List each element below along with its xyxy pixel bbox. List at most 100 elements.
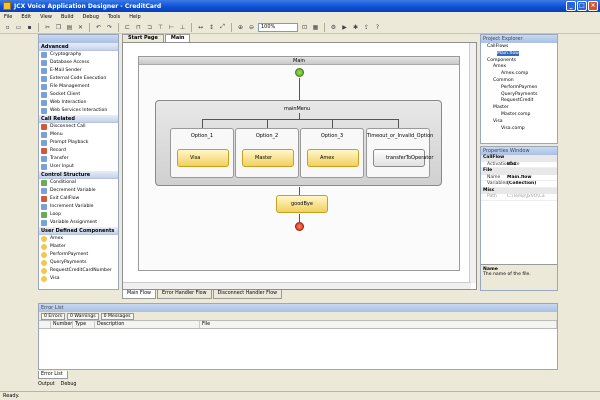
toolbox-item[interactable]: Web Services Interaction bbox=[39, 107, 118, 115]
save-icon[interactable]: ▪ bbox=[27, 23, 32, 31]
toolbox-item[interactable]: Exit CallFlow bbox=[39, 195, 118, 203]
paste-icon[interactable]: ▤ bbox=[66, 23, 73, 31]
end-node-icon[interactable] bbox=[295, 222, 304, 231]
tab-start-page[interactable]: Start Page bbox=[122, 34, 164, 42]
horizontal-scrollbar[interactable] bbox=[123, 282, 471, 289]
tree-folder[interactable]: Visa bbox=[493, 118, 503, 124]
align-bottom-icon[interactable]: ⊥ bbox=[179, 23, 186, 31]
toolbox-item[interactable]: Variable Assignment bbox=[39, 219, 118, 227]
menu-option[interactable]: Option_1 Visa bbox=[170, 128, 234, 178]
messages-filter-button[interactable]: 0 Messages bbox=[100, 312, 134, 320]
new-icon[interactable]: ▫ bbox=[5, 23, 10, 31]
tab-error-list[interactable]: Error List bbox=[38, 371, 68, 379]
close-button[interactable]: × bbox=[588, 1, 598, 11]
align-center-icon[interactable]: ⊓ bbox=[136, 23, 141, 31]
zoom-combo[interactable]: 100% bbox=[258, 22, 298, 32]
toolbox-item[interactable]: Conditional bbox=[39, 179, 118, 187]
menu-file[interactable]: File bbox=[4, 13, 13, 20]
toolbox-item[interactable]: Transfer bbox=[39, 155, 118, 163]
menu-help[interactable]: Help bbox=[129, 13, 141, 20]
delete-icon[interactable]: ✕ bbox=[77, 23, 84, 31]
category-header[interactable]: Call Related bbox=[39, 115, 118, 123]
tab-main-flow[interactable]: Main Flow bbox=[122, 290, 156, 299]
menu-debug[interactable]: Debug bbox=[82, 13, 99, 20]
toolbox-item[interactable]: Visa bbox=[39, 275, 118, 283]
zoom-out-icon[interactable]: ⊖ bbox=[248, 23, 255, 31]
tree-folder[interactable]: Common bbox=[493, 77, 514, 83]
column-header[interactable]: Number bbox=[53, 321, 73, 328]
undo-icon[interactable]: ↶ bbox=[95, 23, 102, 31]
toolbox-item[interactable]: Disconnect Call bbox=[39, 123, 118, 131]
warnings-filter-button[interactable]: 0 Warnings bbox=[66, 312, 99, 320]
errors-filter-button[interactable]: 0 Errors bbox=[41, 312, 65, 320]
deploy-icon[interactable]: ⇪ bbox=[363, 23, 370, 31]
tree-file[interactable]: RequestCredit bbox=[501, 98, 534, 104]
toolbox-item[interactable]: Socket Client bbox=[39, 91, 118, 99]
toolbox-item[interactable]: Database Access bbox=[39, 59, 118, 67]
toolbox-item[interactable]: Cryptography bbox=[39, 51, 118, 59]
toolbox-item[interactable]: RequestCreditCardNumber bbox=[39, 267, 118, 275]
goodbye-node[interactable]: goodBye bbox=[276, 195, 328, 213]
toolbox-item[interactable]: Loop bbox=[39, 211, 118, 219]
tree-folder[interactable]: Components bbox=[487, 57, 517, 63]
build-icon[interactable]: ⚙ bbox=[330, 23, 337, 31]
design-canvas[interactable]: Main mainMenu Option_1 Visa Option_2 Mas… bbox=[122, 42, 477, 290]
column-header[interactable]: Description bbox=[95, 321, 200, 328]
toolbox-item[interactable]: Prompt Playback bbox=[39, 139, 118, 147]
grid-icon[interactable]: ▦ bbox=[312, 23, 319, 31]
property-row[interactable]: Variables(Collection) bbox=[481, 181, 557, 188]
property-category[interactable]: Misc bbox=[481, 187, 557, 194]
align-right-icon[interactable]: ⊐ bbox=[146, 23, 153, 31]
run-icon[interactable]: ▶ bbox=[342, 23, 347, 31]
start-node-icon[interactable] bbox=[295, 68, 304, 77]
cut-icon[interactable]: ✂ bbox=[44, 23, 51, 31]
same-size-icon[interactable]: ⤢ bbox=[220, 23, 225, 30]
toolbox-item[interactable]: Increment Variable bbox=[39, 203, 118, 211]
toolbox-item[interactable]: File Management bbox=[39, 83, 118, 91]
tab-disconnect-handler-flow[interactable]: Disconnect Handler Flow bbox=[212, 290, 283, 299]
redo-icon[interactable]: ↷ bbox=[106, 23, 113, 31]
component-node[interactable]: Master bbox=[242, 149, 294, 167]
align-middle-icon[interactable]: ⊢ bbox=[168, 23, 175, 31]
same-height-icon[interactable]: ↕ bbox=[208, 23, 215, 31]
same-width-icon[interactable]: ↔ bbox=[197, 23, 204, 31]
tab-error-handler-flow[interactable]: Error Handler Flow bbox=[156, 290, 212, 299]
tab-output[interactable]: Output bbox=[38, 382, 55, 387]
toolbox-item[interactable]: Master bbox=[39, 243, 118, 251]
tree-file[interactable]: Main.flow bbox=[497, 50, 519, 56]
zoom-fit-icon[interactable]: ⊡ bbox=[301, 23, 308, 31]
menu-block[interactable]: mainMenu Option_1 Visa Option_2 Master O… bbox=[155, 100, 442, 186]
component-node[interactable]: Visa bbox=[177, 149, 229, 167]
open-icon[interactable]: ▭ bbox=[15, 23, 22, 31]
toolbox-item[interactable]: QueryPayments bbox=[39, 259, 118, 267]
minimize-button[interactable]: _ bbox=[566, 1, 576, 11]
align-top-icon[interactable]: ⊤ bbox=[157, 23, 164, 31]
toolbox-item[interactable]: Decrement Variable bbox=[39, 187, 118, 195]
column-header[interactable]: Type bbox=[73, 321, 95, 328]
menu-option[interactable]: Timeout_or_Invalid_Option transferToOper… bbox=[366, 128, 433, 178]
property-category[interactable]: CallFlow bbox=[481, 155, 557, 162]
help-icon[interactable]: ? bbox=[375, 23, 380, 31]
toolbox-item[interactable]: External Code Execution bbox=[39, 75, 118, 83]
debug-icon[interactable]: ✱ bbox=[352, 23, 359, 31]
menu-tools[interactable]: Tools bbox=[107, 13, 121, 20]
property-category[interactable]: File bbox=[481, 168, 557, 175]
column-header[interactable]: File bbox=[200, 321, 557, 328]
category-header[interactable]: User Defined Components bbox=[39, 227, 118, 235]
menu-option[interactable]: Option_2 Master bbox=[235, 128, 299, 178]
toolbox-item[interactable]: Record bbox=[39, 147, 118, 155]
toolbox-item[interactable]: User Input bbox=[39, 163, 118, 171]
toolbox-item[interactable]: Web Interaction bbox=[39, 99, 118, 107]
tree-file[interactable]: PerformPaymen bbox=[501, 84, 538, 90]
menu-build[interactable]: Build bbox=[60, 13, 74, 20]
toolbox-item[interactable]: PerformPayment bbox=[39, 251, 118, 259]
toolbox-item[interactable]: Amex bbox=[39, 235, 118, 243]
tree-file[interactable]: QueryPayments bbox=[501, 91, 538, 97]
align-left-icon[interactable]: ⊏ bbox=[124, 23, 131, 31]
menu-view[interactable]: View bbox=[40, 13, 52, 20]
tab-main[interactable]: Main bbox=[164, 34, 191, 42]
tree-folder[interactable]: CallFlows bbox=[487, 44, 509, 49]
